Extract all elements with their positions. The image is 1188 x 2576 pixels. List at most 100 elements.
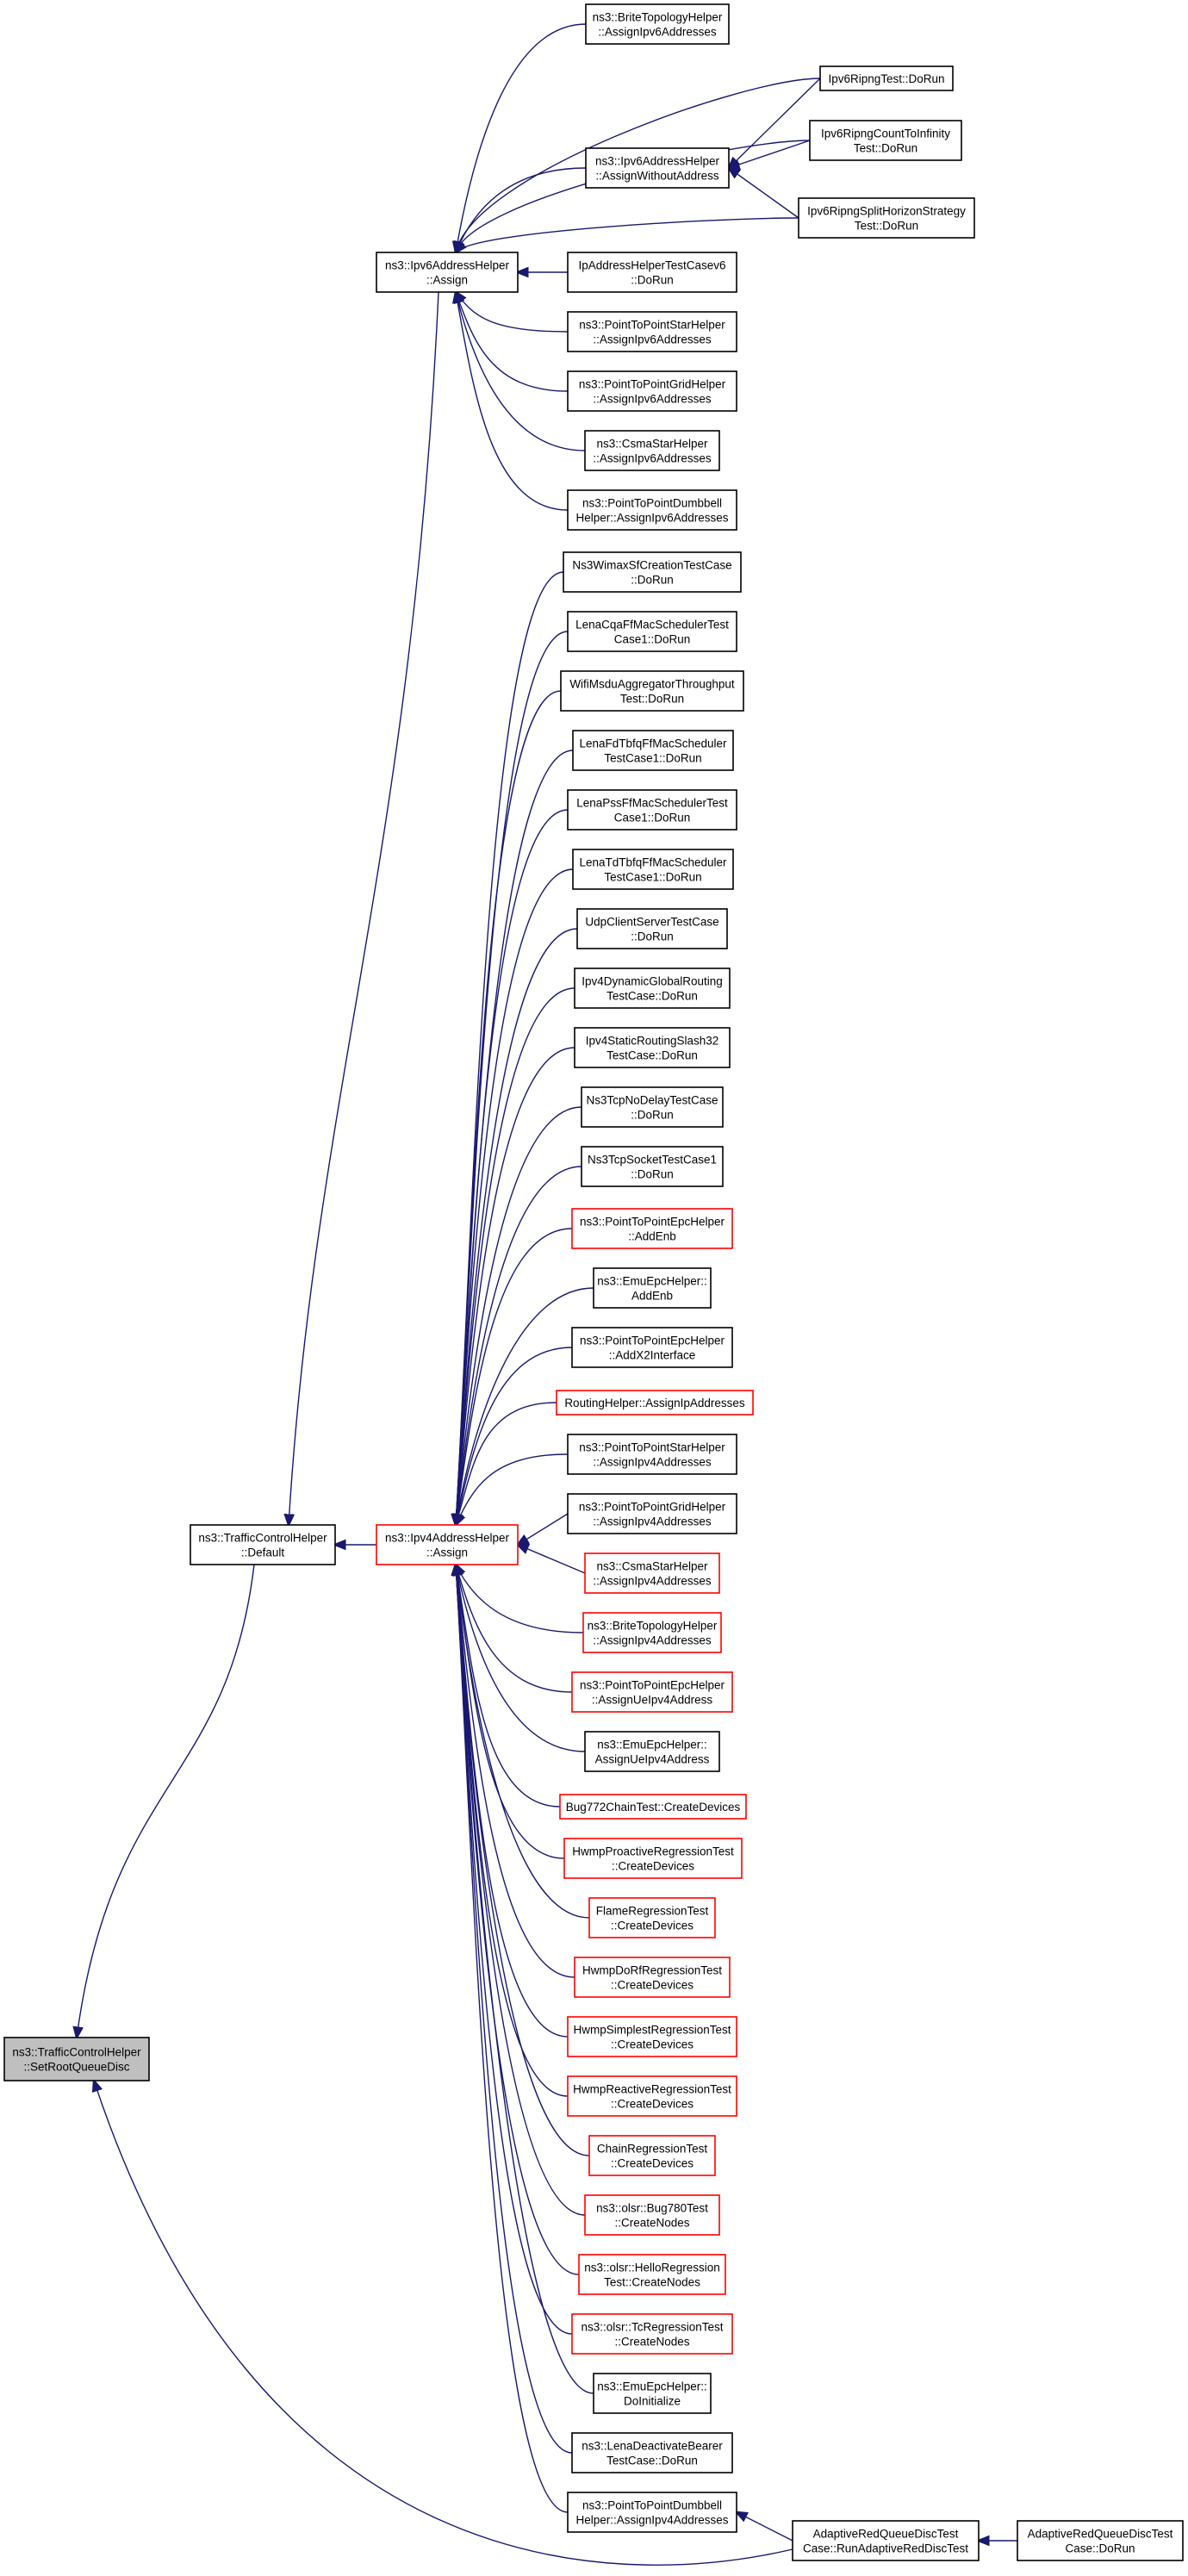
node-box[interactable]	[798, 197, 975, 239]
node-csma-v4[interactable]: ns3::CsmaStarHelper::AssignIpv4Addresses	[584, 1552, 720, 1594]
node-box[interactable]	[567, 2075, 737, 2117]
node-ipv6-without[interactable]: ns3::Ipv6AddressHelper::AssignWithoutAdd…	[585, 147, 730, 189]
node-ipv6-assign[interactable]: ns3::Ipv6AddressHelper::Assign	[376, 252, 519, 293]
node-box[interactable]	[584, 1731, 720, 1772]
node-box[interactable]	[584, 1552, 720, 1594]
node-box[interactable]	[567, 370, 737, 412]
node-csma-v6[interactable]: ns3::CsmaStarHelper::AssignIpv6Addresses	[584, 430, 720, 471]
node-olsr-tc[interactable]: ns3::olsr::TcRegressionTest::CreateNodes	[571, 2313, 733, 2355]
node-brite-ipv6[interactable]: ns3::BriteTopologyHelper::AssignIpv6Addr…	[585, 3, 730, 45]
node-p2pepc-ue[interactable]: ns3::PointToPointEpcHelper::AssignUeIpv4…	[571, 1671, 733, 1713]
node-box[interactable]	[574, 1957, 731, 1998]
node-box[interactable]	[576, 908, 728, 949]
node-box[interactable]	[581, 1146, 724, 1187]
node-box[interactable]	[585, 3, 730, 45]
node-brite-v4[interactable]: ns3::BriteTopologyHelper::AssignIpv4Addr…	[582, 1612, 722, 1653]
node-box[interactable]	[581, 1086, 724, 1128]
node-emuepc-doinit[interactable]: ns3::EmuEpcHelper::DoInitialize	[593, 2373, 712, 2414]
node-box[interactable]	[190, 1524, 336, 1565]
node-box[interactable]	[584, 430, 720, 471]
node-tch-default[interactable]: ns3::TrafficControlHelper::Default	[190, 1524, 336, 1565]
node-box[interactable]	[571, 2432, 733, 2473]
node-flame[interactable]: FlameRegressionTest::CreateDevices	[588, 1897, 716, 1938]
node-box[interactable]	[584, 2194, 720, 2236]
node-box[interactable]	[567, 2016, 737, 2057]
node-hwmp-dorf[interactable]: HwmpDoRfRegressionTest::CreateDevices	[574, 1957, 731, 1998]
node-dumbbell-v6[interactable]: ns3::PointToPointDumbbellHelper::AssignI…	[567, 489, 737, 531]
node-tcpnodelay[interactable]: Ns3TcpNoDelayTestCase::DoRun	[581, 1086, 724, 1128]
node-chain[interactable]: ChainRegressionTest::CreateDevices	[588, 2135, 716, 2176]
node-box[interactable]	[559, 1794, 747, 1820]
node-hwmp-simplest[interactable]: HwmpSimplestRegressionTest::CreateDevice…	[567, 2016, 737, 2057]
node-ipv4-assign[interactable]: ns3::Ipv4AddressHelper::Assign	[376, 1524, 519, 1565]
node-box[interactable]	[792, 2520, 980, 2561]
node-box[interactable]	[3, 2037, 150, 2081]
node-box[interactable]	[376, 252, 519, 293]
node-box[interactable]	[567, 2492, 737, 2533]
node-box[interactable]	[563, 1838, 743, 1879]
node-p2pepc-x2[interactable]: ns3::PointToPointEpcHelper::AddX2Interfa…	[571, 1327, 733, 1368]
node-box[interactable]	[567, 252, 737, 293]
node-box[interactable]	[567, 1493, 737, 1534]
node-udpcs[interactable]: UdpClientServerTestCase::DoRun	[576, 908, 728, 949]
node-box[interactable]	[578, 2254, 726, 2295]
node-dumbbell-v4[interactable]: ns3::PointToPointDumbbellHelper::AssignI…	[567, 2492, 737, 2533]
node-box[interactable]	[571, 1327, 733, 1368]
node-root[interactable]: ns3::TrafficControlHelper::SetRootQueueD…	[3, 2037, 150, 2081]
node-box[interactable]	[593, 2373, 712, 2414]
node-p2pgrid-v4[interactable]: ns3::PointToPointGridHelper::AssignIpv4A…	[567, 1493, 737, 1534]
node-box[interactable]	[567, 311, 737, 352]
node-box[interactable]	[571, 2313, 733, 2355]
node-box[interactable]	[588, 2135, 716, 2176]
node-bug772[interactable]: Bug772ChainTest::CreateDevices	[559, 1794, 747, 1820]
node-ripng-test[interactable]: Ipv6RipngTest::DoRun	[819, 65, 954, 91]
node-box[interactable]	[567, 1434, 737, 1475]
node-box[interactable]	[567, 789, 737, 831]
node-p2pepc-addenb[interactable]: ns3::PointToPointEpcHelper::AddEnb	[571, 1208, 733, 1249]
node-olsr-hello[interactable]: ns3::olsr::HelloRegressionTest::CreateNo…	[578, 2254, 726, 2295]
node-olsr-bug780[interactable]: ns3::olsr::Bug780Test::CreateNodes	[584, 2194, 720, 2236]
node-emuepc-addenb[interactable]: ns3::EmuEpcHelper::AddEnb	[593, 1267, 712, 1309]
node-p2pstar-v6[interactable]: ns3::PointToPointStarHelper::AssignIpv6A…	[567, 311, 737, 352]
node-box[interactable]	[567, 611, 737, 652]
node-box[interactable]	[585, 147, 730, 189]
node-box[interactable]	[1017, 2520, 1184, 2561]
node-box[interactable]	[572, 730, 734, 771]
node-p2pstar-v4[interactable]: ns3::PointToPointStarHelper::AssignIpv4A…	[567, 1434, 737, 1475]
node-box[interactable]	[376, 1524, 519, 1565]
node-box[interactable]	[560, 670, 744, 712]
node-box[interactable]	[582, 1612, 722, 1653]
node-box[interactable]	[574, 968, 731, 1009]
node-wimax[interactable]: Ns3WimaxSfCreationTestCase::DoRun	[563, 551, 742, 593]
node-p2pgrid-v6[interactable]: ns3::PointToPointGridHelper::AssignIpv6A…	[567, 370, 737, 412]
node-adaptive-run[interactable]: AdaptiveRedQueueDiscTestCase::RunAdaptiv…	[792, 2520, 980, 2561]
node-box[interactable]	[571, 1208, 733, 1249]
node-box[interactable]	[809, 120, 962, 161]
node-hwmp-proactive[interactable]: HwmpProactiveRegressionTest::CreateDevic…	[563, 1838, 743, 1879]
node-routinghelper[interactable]: RoutingHelper::AssignIpAddresses	[556, 1390, 754, 1416]
node-ipaddr-v6[interactable]: IpAddressHelperTestCasev6::DoRun	[567, 252, 737, 293]
node-hwmp-reactive[interactable]: HwmpReactiveRegressionTest::CreateDevice…	[567, 2075, 737, 2117]
node-box[interactable]	[567, 489, 737, 531]
node-box[interactable]	[819, 65, 954, 91]
node-box[interactable]	[593, 1267, 712, 1309]
node-box[interactable]	[571, 1671, 733, 1713]
node-box[interactable]	[588, 1897, 716, 1938]
node-emuepc-ue[interactable]: ns3::EmuEpcHelper::AssignUeIpv4Address	[584, 1731, 720, 1772]
node-box[interactable]	[563, 551, 742, 593]
node-tcpsocket[interactable]: Ns3TcpSocketTestCase1::DoRun	[581, 1146, 724, 1187]
node-box[interactable]	[556, 1390, 754, 1416]
node-box[interactable]	[574, 1027, 731, 1068]
node-box[interactable]	[572, 849, 734, 890]
